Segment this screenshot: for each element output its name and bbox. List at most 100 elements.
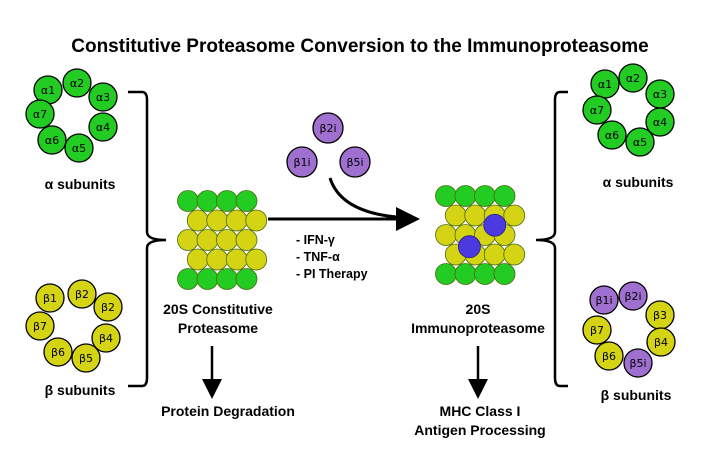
subunit-label: β3	[653, 309, 667, 322]
subunit-circle	[645, 107, 675, 137]
subunit-label: α5	[72, 142, 86, 155]
subunit-left-beta-3: β4	[91, 323, 121, 353]
immuno-catalytic-subunit	[483, 213, 507, 237]
diagram-title: Constitutive Proteasome Conversion to th…	[71, 36, 648, 57]
subunit-left-alpha-5: α6	[37, 125, 67, 155]
right-alpha-label: α subunits	[603, 174, 674, 190]
proteasome-subunit	[474, 185, 496, 207]
proteasome-subunit	[177, 229, 199, 251]
proteasome-subunit	[444, 204, 467, 227]
subunit-label: α2	[626, 72, 640, 85]
subunit-label: α6	[45, 134, 59, 147]
proteasome-subunit	[493, 263, 516, 285]
subunit-left-alpha-1: α2	[62, 68, 92, 98]
subunit-right-alpha-1: α2	[618, 63, 648, 93]
subunit-circle	[88, 112, 118, 142]
subunit-circle	[582, 95, 612, 125]
subunit-label: β4	[99, 332, 113, 345]
subunit-left-beta-1: β2	[67, 279, 97, 309]
subunit-circle	[625, 127, 655, 157]
proteasome-subunit	[177, 268, 199, 290]
proteasome-subunit	[245, 209, 268, 232]
subunit-label: β7	[33, 320, 47, 333]
subunit-circle	[618, 63, 648, 93]
subunit-circle	[25, 99, 55, 129]
subunit-label: β1	[43, 292, 57, 305]
subunit-label: β5	[79, 352, 93, 365]
right-bracket	[535, 90, 568, 388]
proteasome-subunit	[474, 263, 496, 285]
subunit-circle	[91, 323, 121, 353]
subunit-circle	[339, 146, 371, 178]
proteasome-subunit	[503, 243, 526, 266]
subunit-right-alpha-4: α5	[625, 127, 655, 157]
proteasome-subunit	[435, 224, 457, 246]
immuno-label-line1: 20S	[466, 301, 491, 317]
constitutive-proteasome-icon	[177, 190, 268, 290]
proteasome-subunit	[235, 229, 258, 251]
proteasome-subunit	[454, 263, 477, 285]
subunit-circle	[623, 348, 653, 378]
subunit-label: α7	[590, 104, 604, 117]
subunit-left-alpha-0: α1	[33, 75, 63, 105]
subunit-label: β2i	[624, 290, 641, 303]
subunit-circle	[88, 82, 118, 112]
immuno-subunit-2: β5i	[339, 146, 371, 178]
subunit-right-beta-6: β7	[582, 315, 612, 345]
proteasome-subunit	[186, 209, 209, 232]
subunit-circle	[93, 292, 123, 322]
proteasome-subunit	[216, 268, 238, 290]
subunit-label: α4	[653, 116, 667, 129]
proteasome-subunit	[206, 209, 229, 232]
subunit-right-beta-2: β3	[645, 300, 675, 330]
subunit-right-beta-4: β5i	[623, 348, 653, 378]
subunit-left-beta-6: β7	[25, 311, 55, 341]
subunit-label: β6	[602, 350, 616, 363]
subunit-circle	[62, 68, 92, 98]
proteasome-subunit	[235, 190, 258, 212]
immuno-subunit-1: β1i	[286, 146, 318, 178]
subunit-label: α5	[633, 136, 647, 149]
proteasome-subunit	[186, 248, 209, 271]
subunit-left-beta-2: β2	[93, 292, 123, 322]
subunit-circle	[597, 120, 627, 150]
proteasome-subunit	[493, 185, 516, 207]
subunit-label: β2	[75, 288, 89, 301]
left-alpha-label: α subunits	[45, 176, 116, 192]
proteasome-subunit	[454, 185, 477, 207]
left-beta-label: β subunits	[45, 382, 116, 398]
immuno-label-line2: Immunoproteasome	[411, 320, 545, 336]
subunit-left-beta-0: β1	[35, 283, 65, 313]
subunit-label: α3	[653, 88, 667, 101]
subunit-label: β2	[101, 301, 115, 314]
subunit-label: β4	[654, 336, 668, 349]
proteasome-subunit	[196, 190, 219, 212]
subunit-circle	[286, 146, 318, 178]
subunit-left-beta-5: β6	[43, 337, 73, 367]
subunit-label: α1	[41, 84, 55, 97]
proteasome-subunit	[435, 263, 457, 285]
left-bracket	[128, 90, 167, 388]
subunit-circle	[37, 125, 67, 155]
subunit-circle	[71, 343, 101, 373]
subunit-left-alpha-4: α5	[64, 133, 94, 163]
subunit-circle	[618, 281, 648, 311]
proteasome-subunit	[483, 243, 506, 266]
proteasome-subunit	[196, 229, 219, 251]
proteasome-subunit	[177, 190, 199, 212]
right-beta-label: β subunits	[601, 387, 672, 403]
subunit-circle	[35, 283, 65, 313]
proteasome-subunit	[435, 185, 457, 207]
left-beta-subunit-ring: β1 β2 β2 β4 β5 β6 β7	[25, 279, 123, 373]
subunit-left-alpha-6: α7	[25, 99, 55, 129]
constitutive-label-line2: Proteasome	[178, 320, 258, 336]
proteasome-subunit	[235, 268, 258, 290]
proteasome-subunit	[196, 268, 219, 290]
subunit-label: α7	[33, 108, 47, 121]
immuno-catalytic-subunit	[457, 235, 481, 259]
proteasome-subunit	[225, 248, 248, 271]
mhc-label-line1: MHC Class I	[440, 403, 521, 419]
